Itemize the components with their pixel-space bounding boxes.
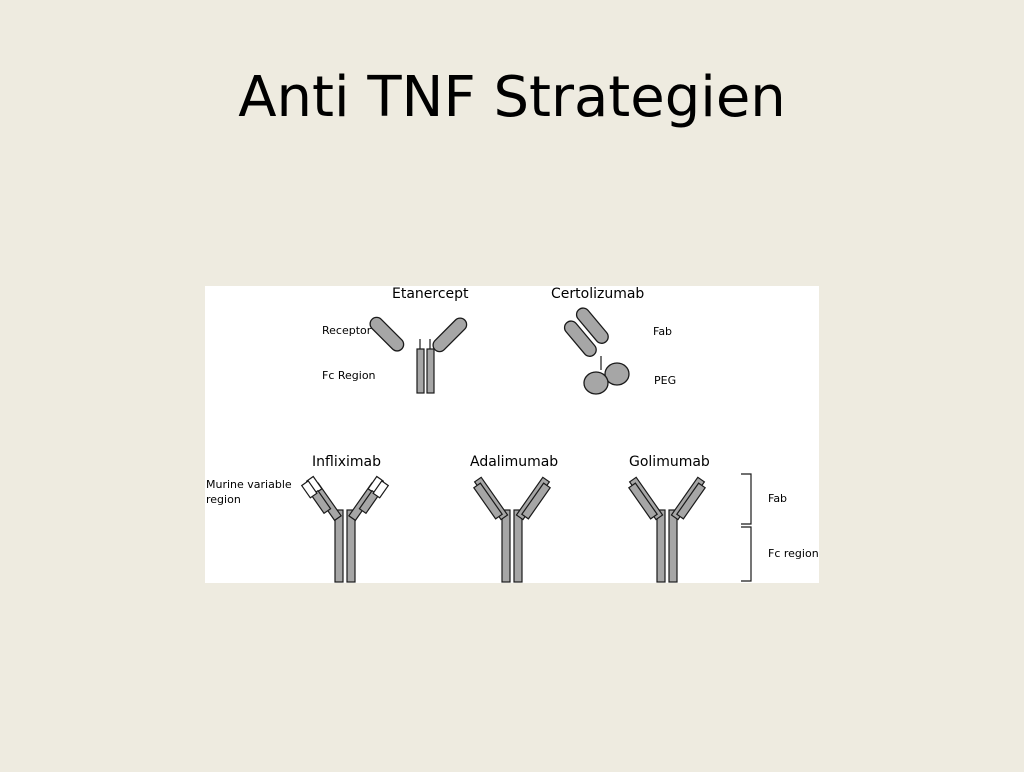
etanercept-molecule <box>369 316 468 394</box>
peg-label: PEG <box>654 374 676 387</box>
bracket-fc-region-label: Fc region <box>768 547 819 560</box>
certolizumab-fab-label: Fab <box>653 325 672 338</box>
fc-region-label: Fc Region <box>322 369 376 382</box>
etanercept-label: Etanercept <box>392 286 469 302</box>
infliximab-molecule <box>300 475 390 583</box>
certolizumab-molecule <box>563 307 630 395</box>
golimumab-molecule <box>627 476 707 583</box>
antibody-diagram: Etanercept Receptor Fc Region Certolizum… <box>205 286 819 583</box>
adalimumab-label: Adalimumab <box>470 454 558 470</box>
receptor-label: Receptor <box>322 324 372 337</box>
region-brackets <box>741 473 752 582</box>
infliximab-label: Infliximab <box>312 454 381 470</box>
certolizumab-label: Certolizumab <box>551 286 644 302</box>
bracket-fab-label: Fab <box>768 492 787 505</box>
golimumab-label: Golimumab <box>629 454 710 470</box>
slide-title: Anti TNF Strategien <box>238 65 786 130</box>
murine-variable-label: Murine variable <box>206 478 292 491</box>
murine-region-label: region <box>206 493 241 506</box>
adalimumab-molecule <box>472 476 552 583</box>
